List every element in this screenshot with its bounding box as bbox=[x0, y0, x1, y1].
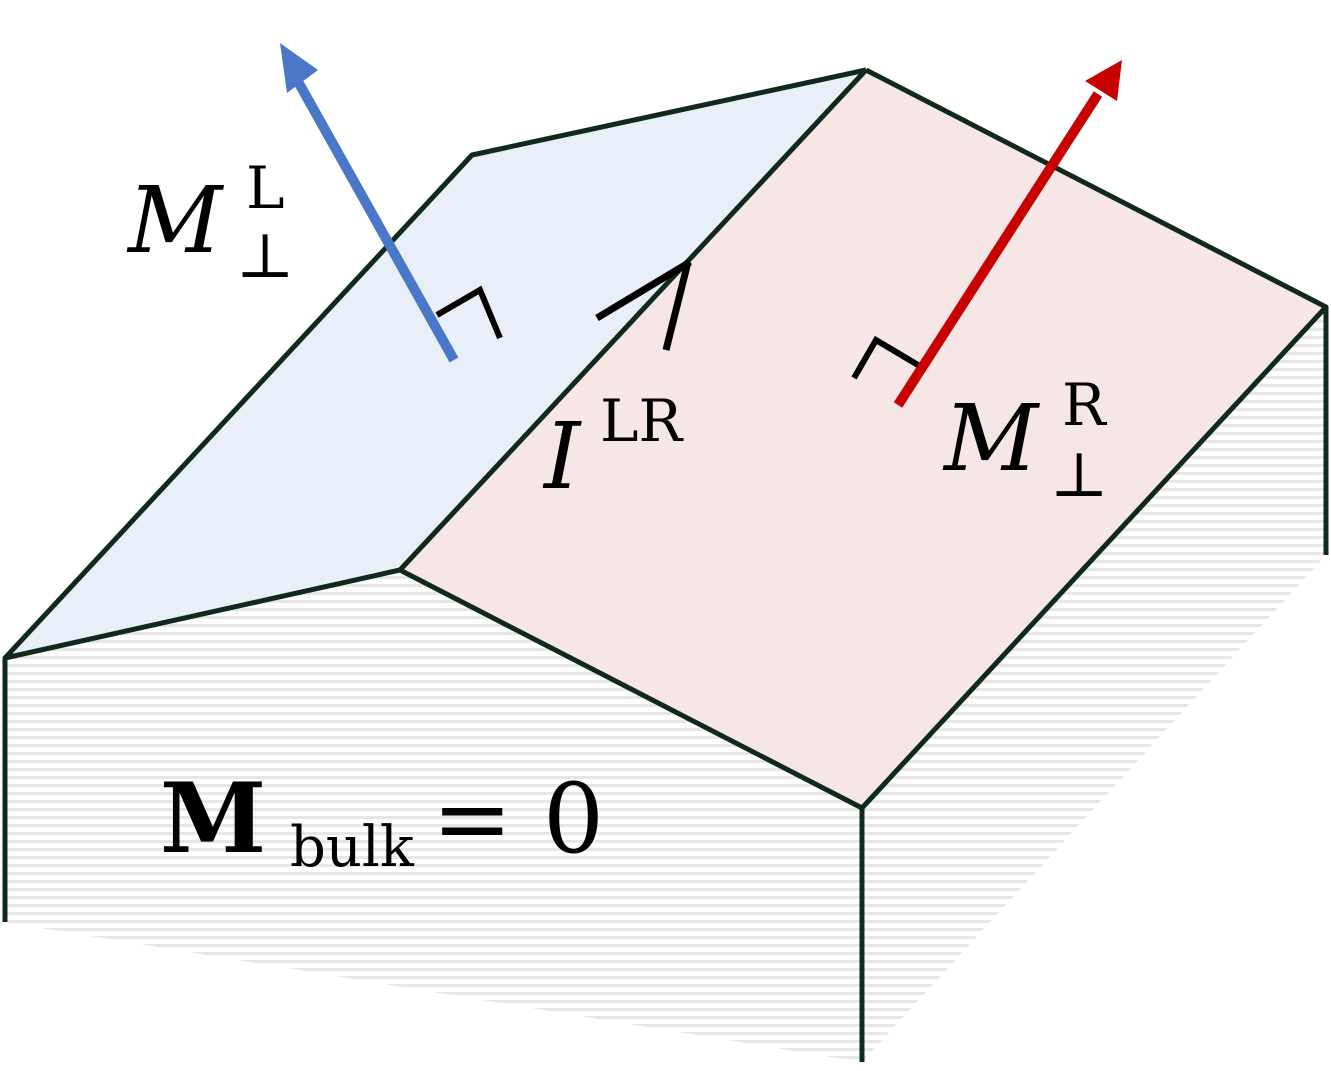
m-right-arrow bbox=[893, 60, 1122, 408]
label-m-right-sub: ⊥ bbox=[1050, 438, 1108, 511]
label-m-left: M L ⊥ bbox=[126, 154, 294, 292]
label-bulk-symbol: M bbox=[160, 762, 266, 875]
right-face-outline bbox=[398, 67, 1329, 811]
label-interface-symbol: I bbox=[542, 403, 582, 510]
label-m-right-sup: R bbox=[1062, 371, 1108, 439]
m-left-arrow-shaft bbox=[291, 75, 459, 363]
label-m-left-sup: L bbox=[246, 154, 285, 222]
right-right-angle-marker bbox=[851, 335, 920, 380]
label-m-left-symbol: M bbox=[126, 167, 225, 274]
edges bbox=[2, 67, 1329, 1062]
label-bulk-rest: = 0 bbox=[432, 763, 604, 875]
m-right-arrowhead bbox=[1085, 60, 1122, 101]
interface-marker-stem bbox=[662, 261, 692, 351]
right-face bbox=[400, 70, 1326, 808]
bulk-front-face bbox=[5, 570, 862, 1062]
m-right-arrow-shaft bbox=[893, 91, 1103, 408]
left-face bbox=[5, 70, 866, 658]
m-left-arrow bbox=[280, 43, 459, 363]
left-right-angle-marker bbox=[435, 285, 503, 340]
m-left-arrowhead bbox=[280, 43, 318, 93]
label-interface: I LR bbox=[542, 387, 685, 510]
interface-marker bbox=[595, 259, 692, 351]
left-face-outline bbox=[2, 67, 867, 661]
label-interface-sup: LR bbox=[600, 387, 685, 455]
bulk-right-face bbox=[862, 307, 1326, 1062]
label-m-right: M R ⊥ bbox=[942, 371, 1108, 511]
label-m-left-sub: ⊥ bbox=[236, 219, 294, 292]
ridge-edge bbox=[398, 68, 868, 572]
interface-marker-arm bbox=[595, 259, 692, 321]
label-bulk-sub: bulk bbox=[290, 815, 415, 880]
label-bulk: M bulk = 0 bbox=[160, 762, 604, 880]
label-m-right-symbol: M bbox=[942, 385, 1041, 492]
